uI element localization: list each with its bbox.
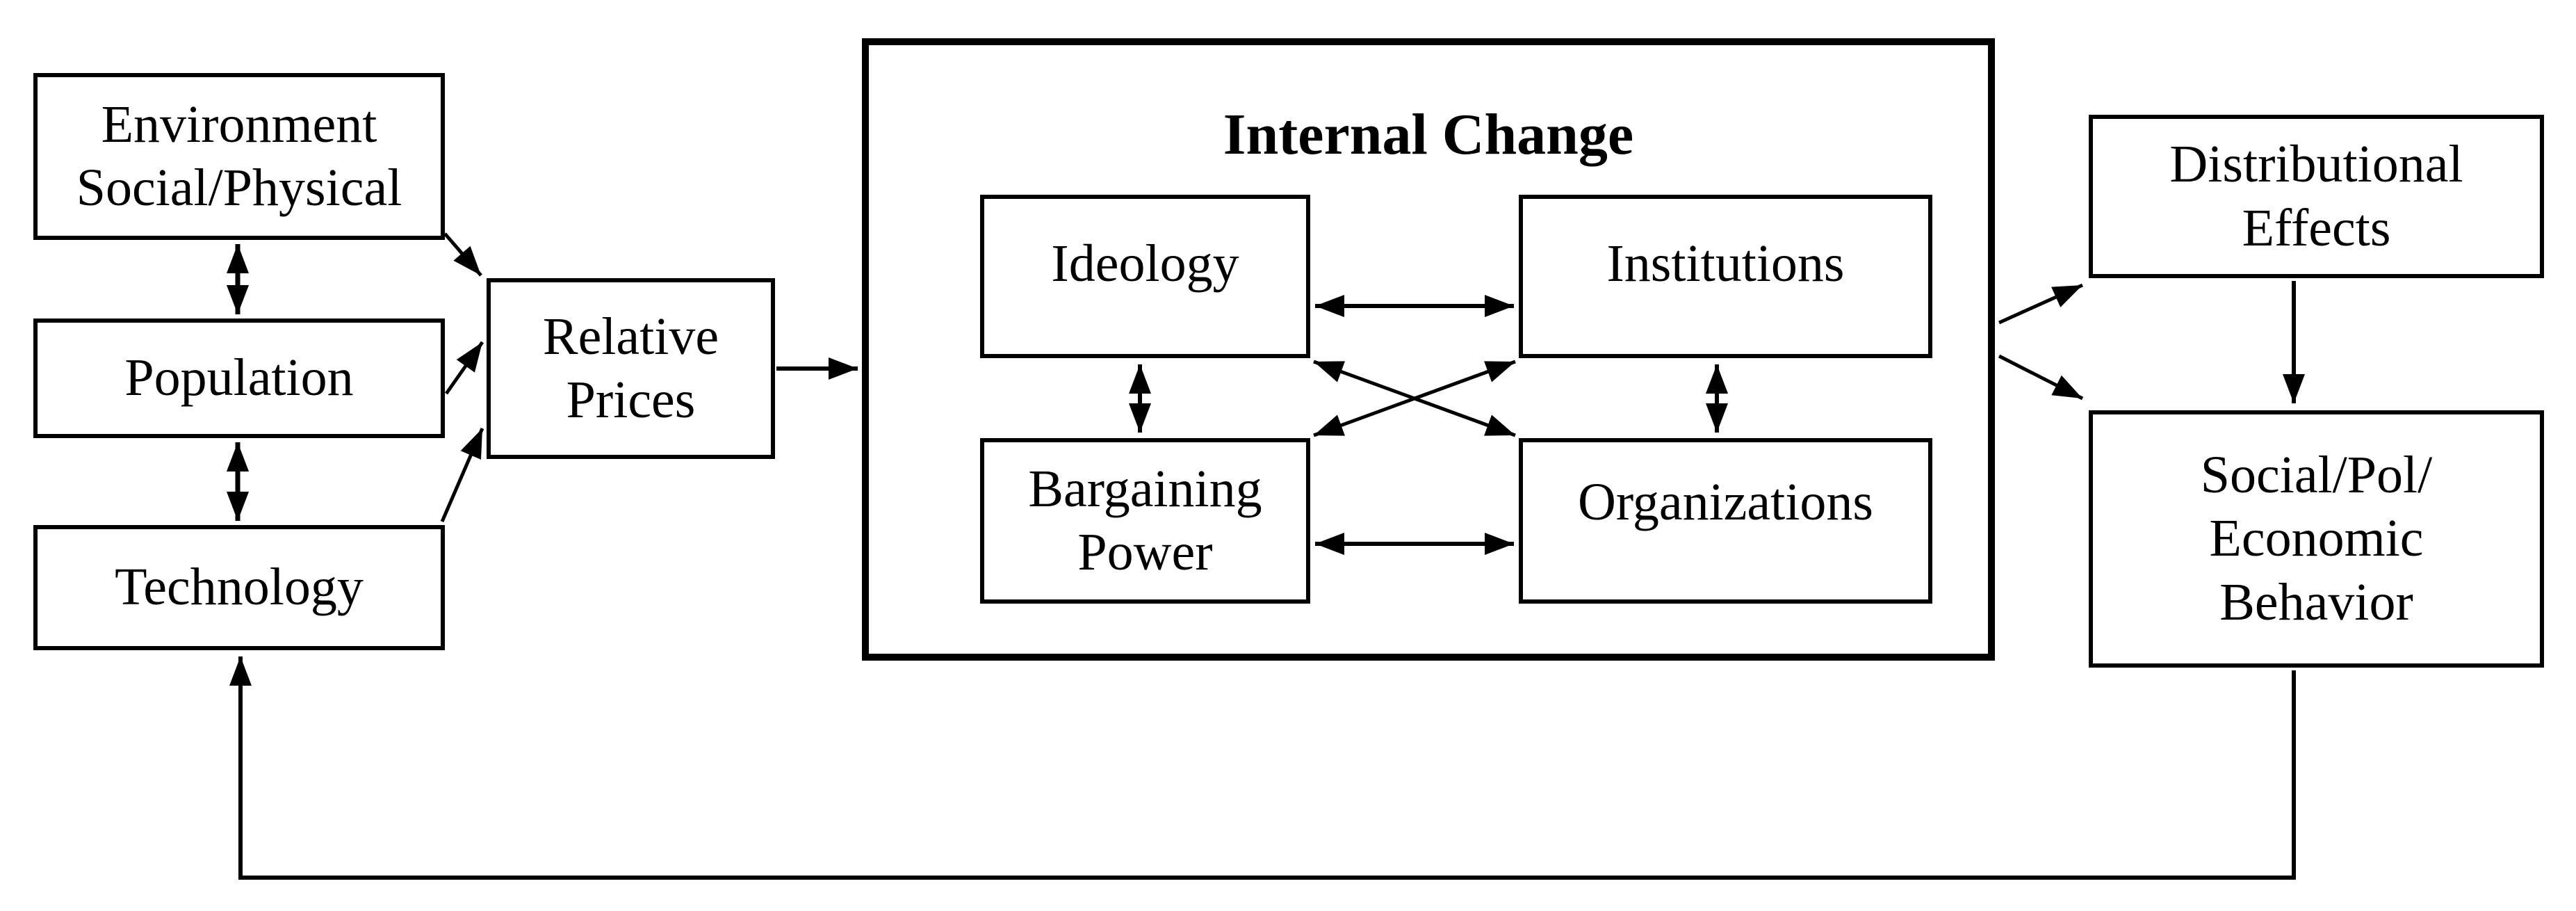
node-institutions: Institutions [1519,195,1932,358]
arrow-internal-change-distributional-effects [1998,283,2084,325]
node-organizations: Organizations [1519,438,1932,604]
node-social-pol-economic-behavior: Social/Pol/ Economic Behavior [2089,410,2544,668]
arrow-population-relative-prices [444,341,484,395]
node-population: Population [33,319,445,438]
node-distributional-effects: Distributional Effects [2089,115,2544,278]
node-relative-prices: Relative Prices [487,278,775,459]
node-ideology: Ideology [980,195,1310,358]
node-bargaining-power: Bargaining Power [980,438,1310,604]
arrow-technology-relative-prices [440,428,484,522]
arrow-feedback-social-pol-economic-behavior-technology [229,656,2296,880]
arrow-environment-relative-prices [443,232,482,277]
node-technology: Technology [33,525,445,650]
arrow-internal-change-social-pol-economic-behavior [1998,354,2084,401]
node-environment: Environment Social/Physical [33,73,445,240]
internal-change-title: Internal Change [1223,102,1634,167]
